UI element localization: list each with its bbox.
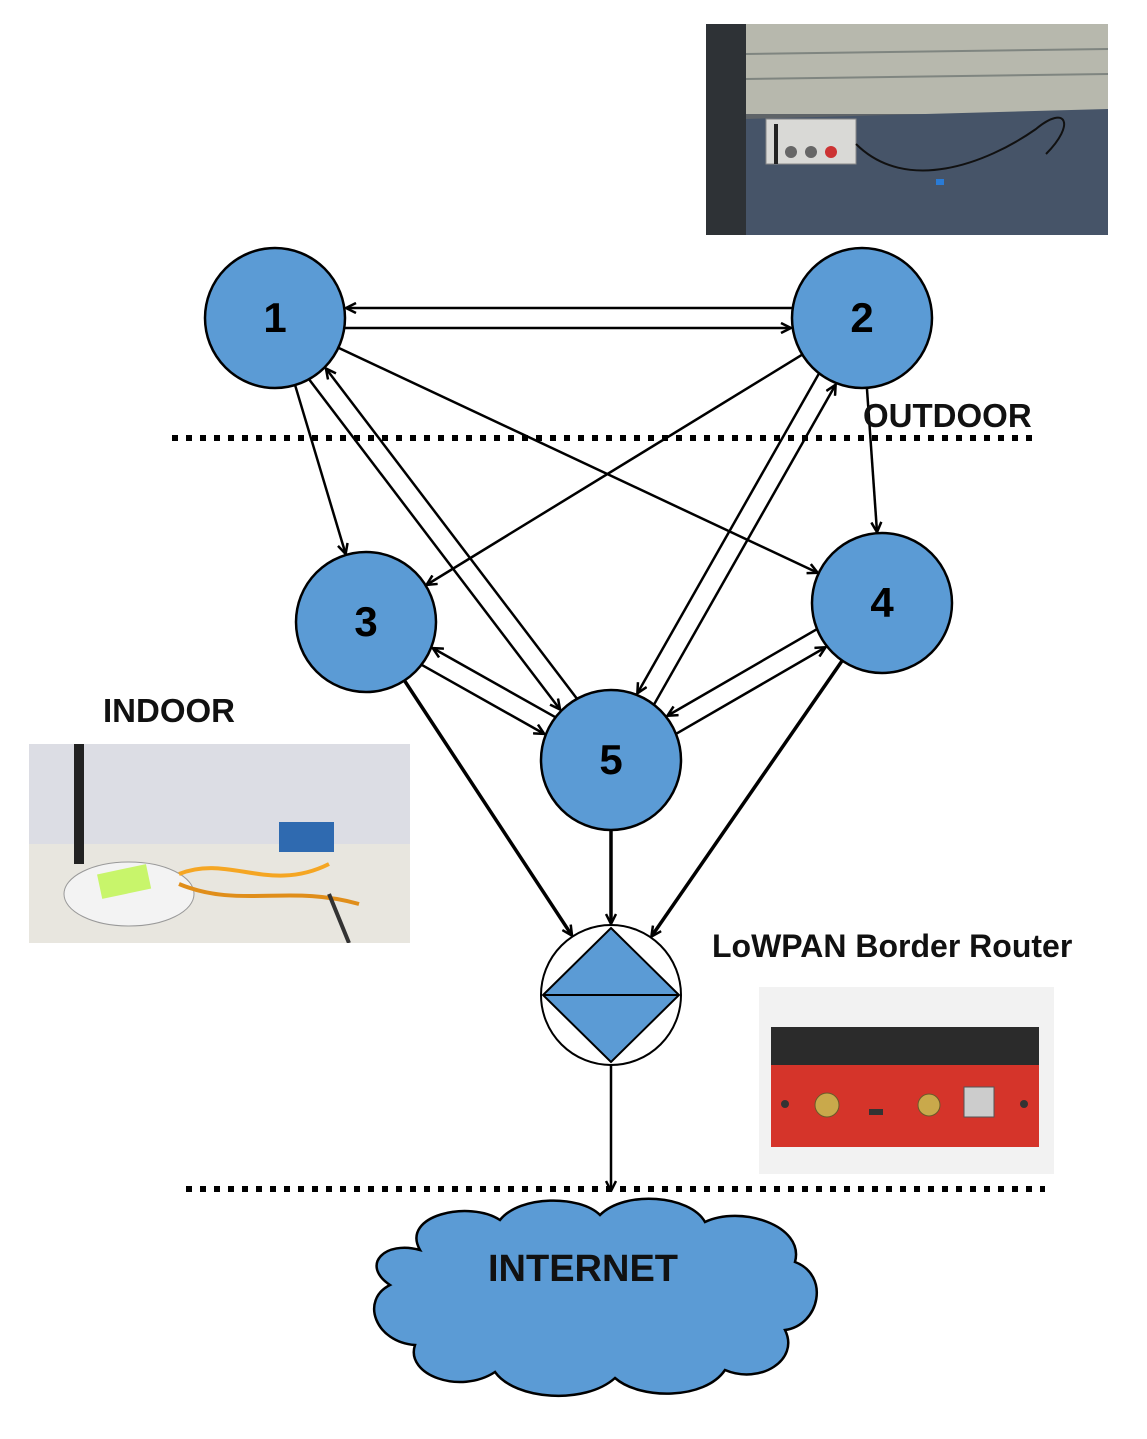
- border-router-photo: [759, 987, 1054, 1174]
- node-layer: 1 2 3 4 5: [203, 246, 954, 832]
- node-1: [203, 246, 347, 390]
- indoor-label: INDOOR: [103, 692, 235, 729]
- outdoor-node-photo: [706, 24, 1108, 235]
- edge-4-to-5: [668, 628, 818, 715]
- node-3: [294, 550, 438, 694]
- edge-5-to-3: [434, 649, 556, 719]
- border-router-icon: [540, 924, 682, 1066]
- node-2: [790, 246, 934, 390]
- cloud-icon: [372, 1197, 819, 1398]
- node-4: [810, 531, 954, 675]
- indoor-node-photo: [29, 744, 410, 943]
- router-label: LoWPAN Border Router: [712, 928, 1073, 964]
- edge-2-to-3: [427, 353, 803, 585]
- edge-2-to-5: [638, 373, 820, 693]
- internet-label: INTERNET: [488, 1248, 678, 1290]
- node-5-label: 5: [599, 736, 622, 783]
- edge-1-to-4: [337, 346, 816, 573]
- node-5: [539, 688, 683, 832]
- edge-1-to-5: [308, 379, 559, 709]
- edge-5-to-1: [327, 369, 578, 699]
- edge-2-to-4: [865, 387, 877, 531]
- node-3-label: 3: [354, 598, 377, 645]
- node-4-label: 4: [870, 579, 894, 626]
- node-2-label: 2: [850, 294, 873, 341]
- outdoor-label: OUTDOOR: [863, 397, 1032, 434]
- node-1-label: 1: [263, 294, 286, 341]
- edge-layer: [293, 308, 877, 1190]
- edge-1-to-3: [293, 384, 345, 553]
- edge-5-to-2: [653, 386, 835, 705]
- edge-3-to-router: [402, 679, 571, 935]
- edge-5-to-4: [675, 648, 825, 735]
- edge-3-to-5: [421, 663, 543, 733]
- edge-4-to-router: [652, 659, 844, 936]
